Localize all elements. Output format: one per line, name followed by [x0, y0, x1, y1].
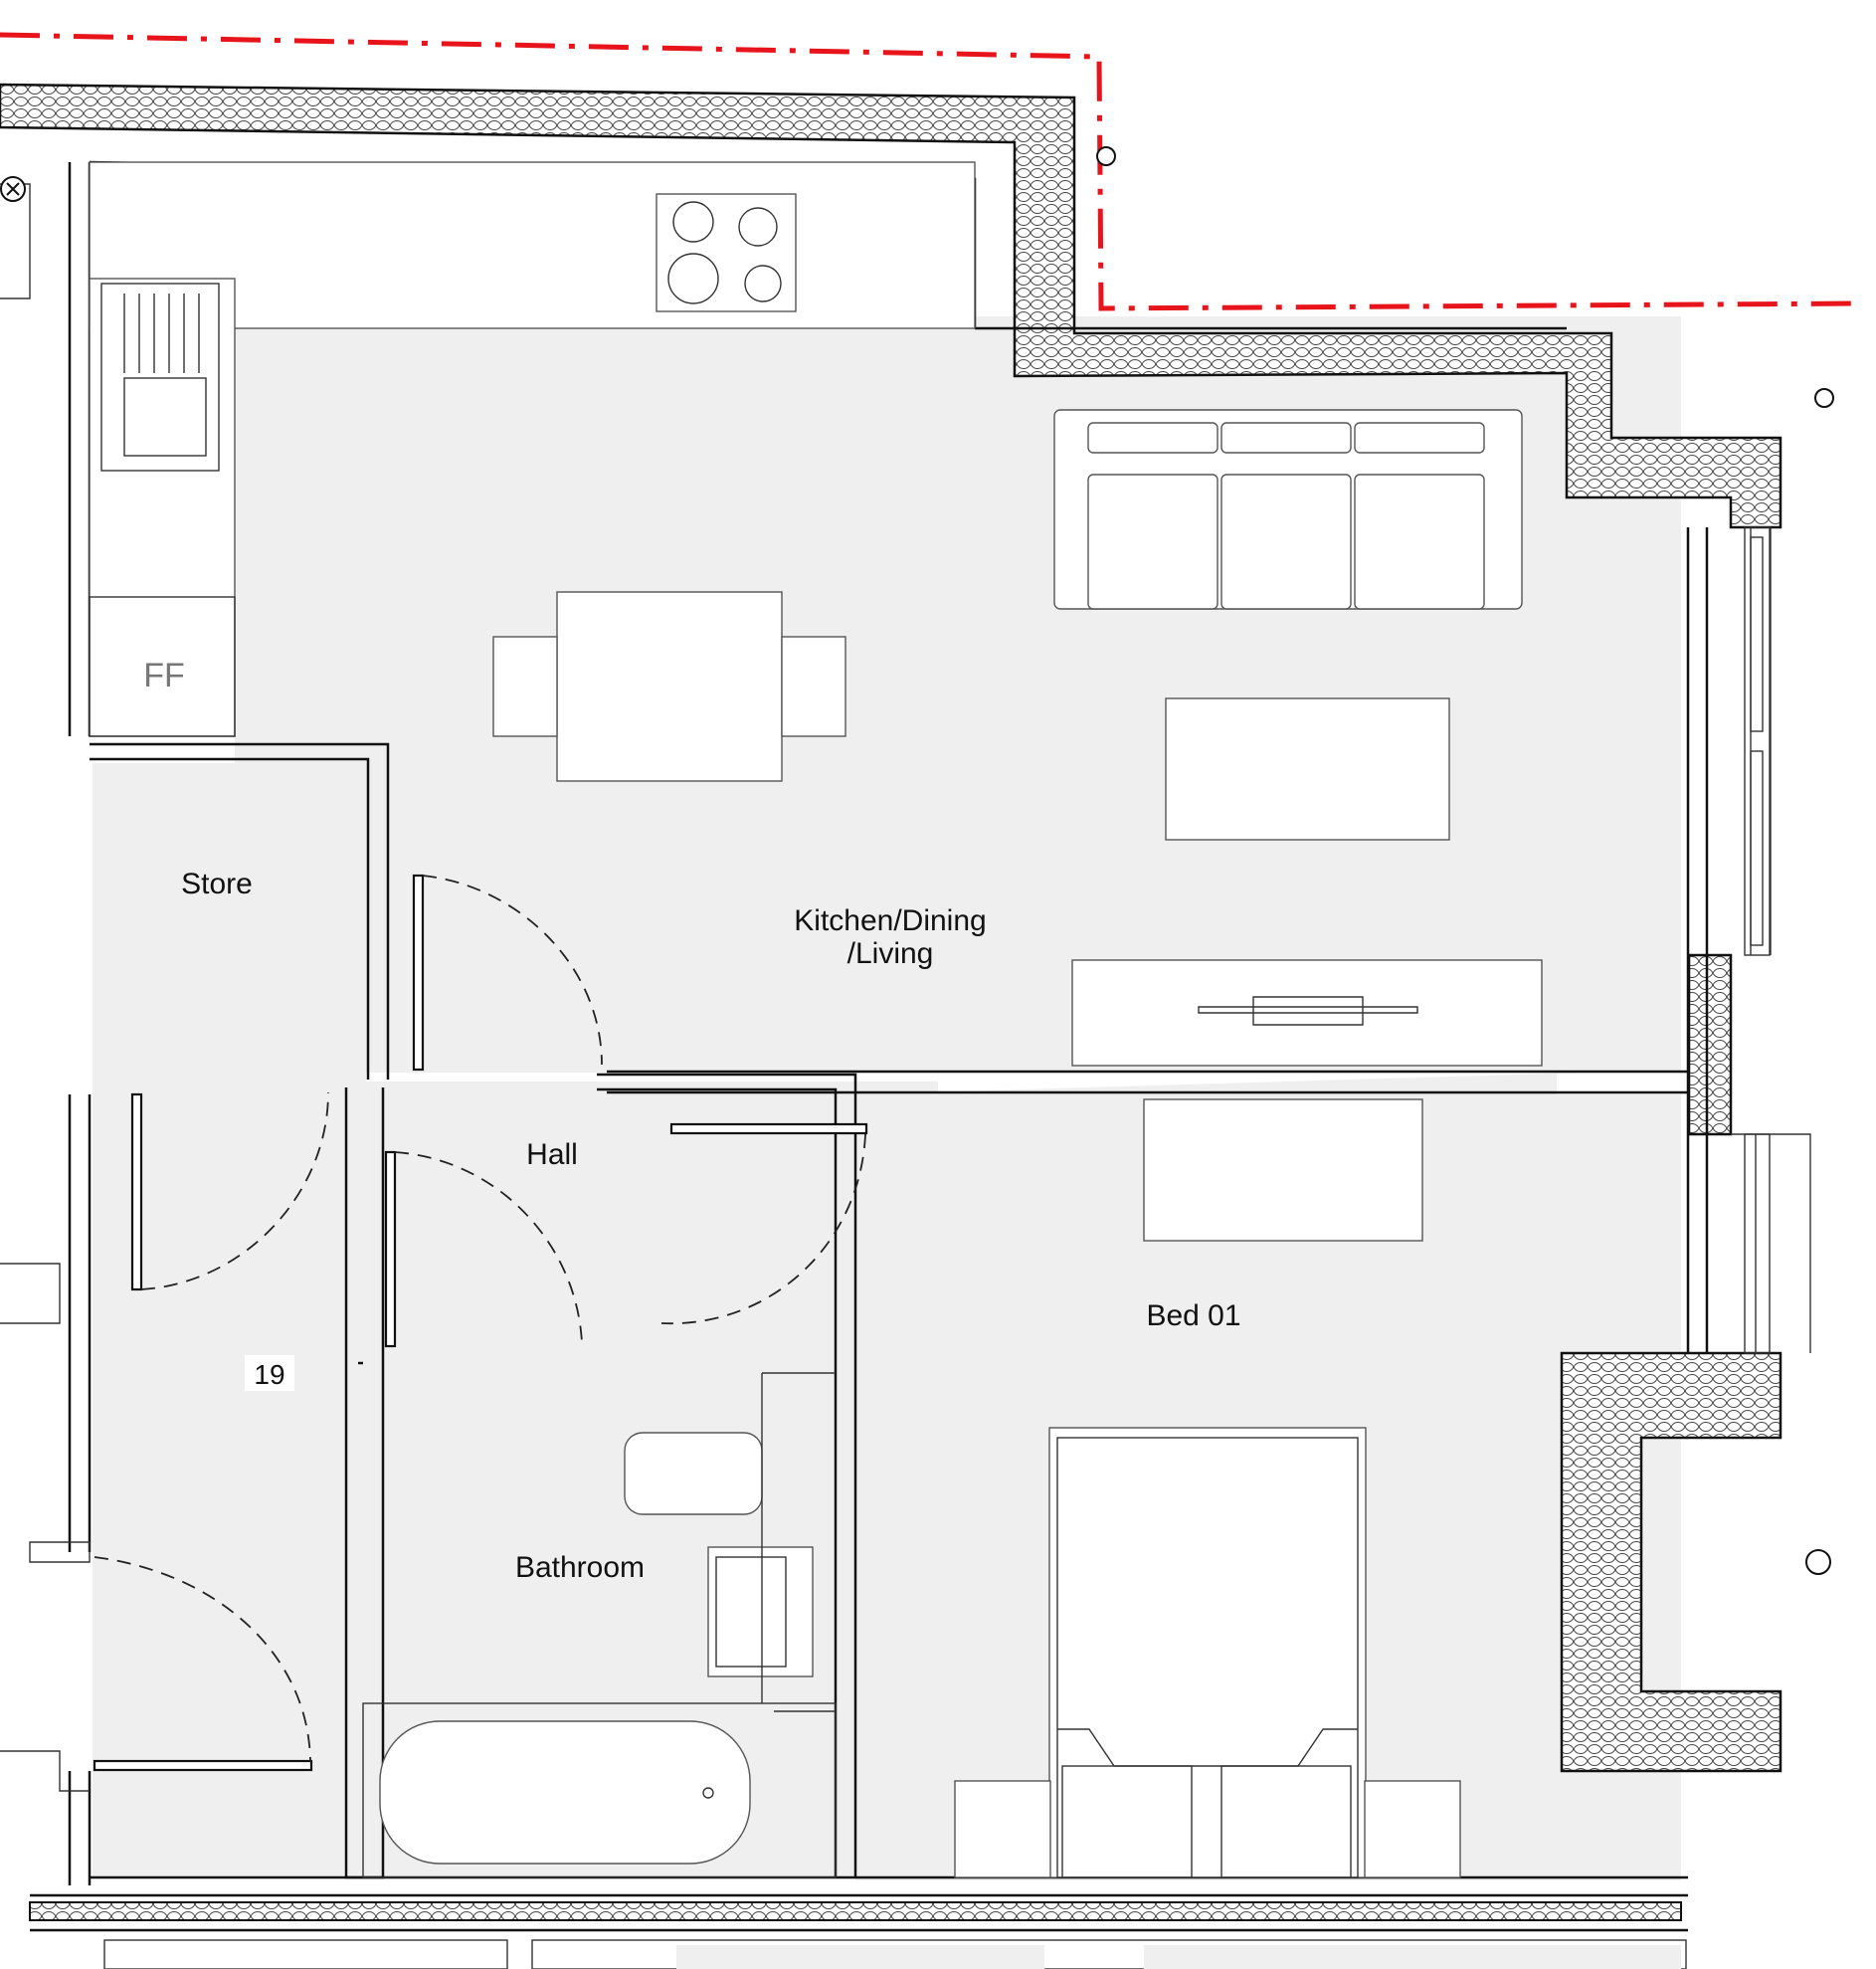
doors — [93, 874, 868, 1772]
store-label: Store — [181, 868, 253, 900]
bedroom-label: Bed 01 — [1146, 1299, 1240, 1332]
adjacent-units — [103, 1939, 1687, 1969]
external-walls — [0, 83, 1782, 1921]
living-furniture — [492, 409, 1543, 1067]
kitchen-units — [89, 161, 976, 737]
bedroom-furniture — [954, 1098, 1461, 1878]
site-boundary — [0, 32, 1861, 1575]
fridge-freezer-label: FF — [143, 657, 185, 694]
bathroom-label: Bathroom — [515, 1551, 645, 1584]
bathroom-fittings — [362, 1372, 837, 1878]
room-labels: Kitchen/Dining /Living Store Hall Bathro… — [143, 657, 1240, 1584]
kitchen-label-line2: /Living — [847, 937, 934, 970]
windows — [1744, 526, 1771, 1354]
unit-number: 19 — [254, 1359, 284, 1390]
hall-label: Hall — [526, 1138, 578, 1171]
kitchen-label: Kitchen/Dining — [794, 904, 986, 937]
